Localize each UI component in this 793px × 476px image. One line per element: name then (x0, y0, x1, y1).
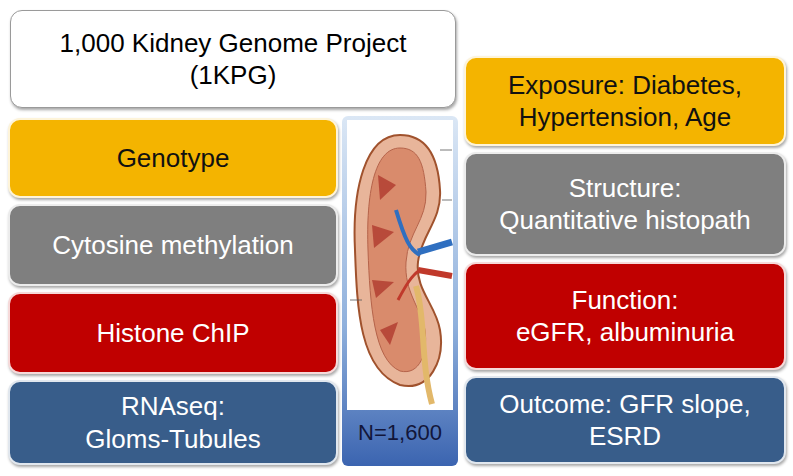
box-subtext: Gloms-Tubules (85, 423, 260, 456)
methylation-box: Cytosine methylation (8, 204, 338, 286)
box-text: Structure: (569, 172, 682, 205)
exposure-box: Exposure: Diabetes, Hypertension, Age (464, 56, 786, 146)
box-text: Cytosine methylation (52, 229, 293, 262)
pyramid (372, 225, 394, 248)
structure-box: Structure:Quantitative histopath (464, 152, 786, 256)
box-text: Genotype (117, 142, 230, 175)
box-text: Function: (572, 284, 679, 317)
box-text: Histone ChIP (96, 317, 249, 350)
box-text: RNAseq: (121, 390, 225, 423)
sample-size-label: N=1,600 (342, 420, 458, 446)
leader-line (440, 150, 452, 151)
box-text: 1,000 Kidney Genome Project (1KPG) (43, 27, 423, 92)
outcome-box: Outcome: GFR slope, ESRD (464, 376, 786, 464)
function-box: Function:eGFR, albuminuria (464, 262, 786, 370)
image-ground (347, 120, 453, 410)
vein (396, 210, 420, 255)
pyramid (380, 322, 398, 345)
rnaseq-box: RNAseq:Gloms-Tubules (8, 380, 338, 465)
kidney-outline (355, 135, 441, 386)
leader-line (442, 200, 452, 201)
leader-line (350, 300, 362, 301)
box-subtext: Quantitative histopath (499, 204, 751, 237)
histone-box: Histone ChIP (8, 292, 338, 374)
pyramid (372, 280, 394, 298)
renal-artery (418, 270, 452, 276)
genotype-box: Genotype (8, 118, 338, 198)
image-panel (342, 116, 458, 466)
box-text: Outcome: GFR slope, ESRD (494, 388, 756, 453)
box-subtext: eGFR, albuminuria (516, 316, 734, 349)
ureter (416, 286, 432, 404)
renal-vein (418, 242, 452, 252)
box-text: Exposure: Diabetes, Hypertension, Age (494, 69, 756, 134)
kidney-cortex (368, 148, 426, 372)
title-box: 1,000 Kidney Genome Project (1KPG) (10, 10, 456, 108)
pyramid (378, 175, 396, 200)
